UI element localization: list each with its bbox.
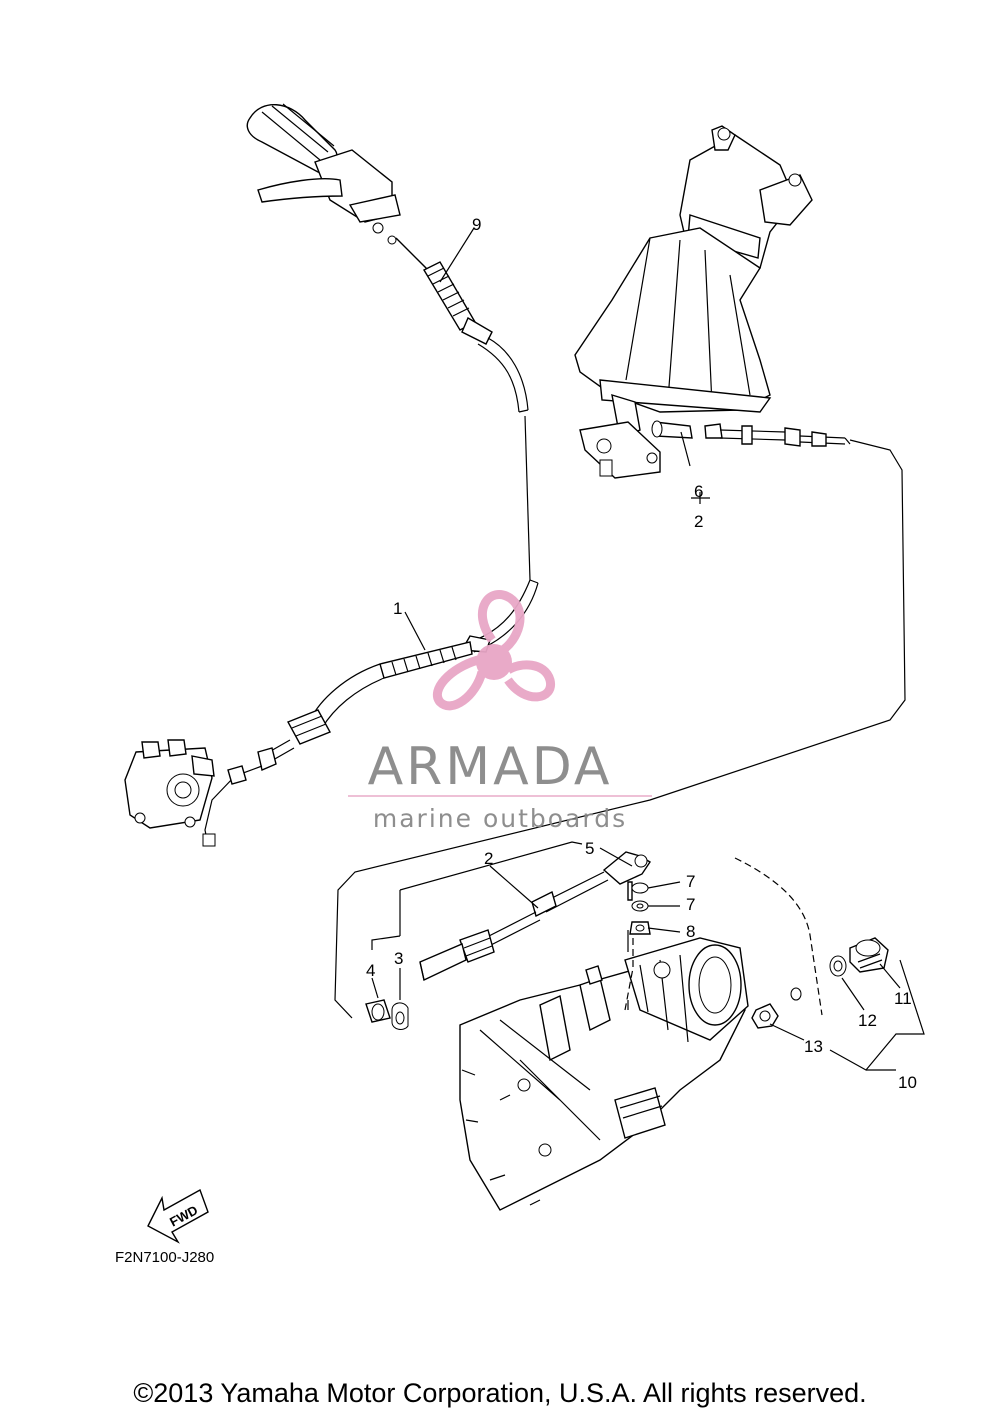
callout-7-lower: 7 (686, 895, 695, 914)
steering-cable-routing-line (334, 439, 906, 1019)
handlebar-throttle-assembly (246, 103, 401, 245)
throttle-body (124, 739, 215, 829)
armada-watermark: ARMADA marine outboards (348, 590, 652, 833)
callout-3: 3 (394, 949, 403, 968)
steering-cable-lower-end (651, 420, 851, 447)
callout-2-upper: 2 (694, 512, 703, 531)
steering-column (574, 125, 813, 479)
callout-8: 8 (686, 922, 695, 941)
leader-lines (371, 227, 925, 1071)
callout-13: 13 (804, 1037, 823, 1056)
jet-pump-housing (459, 937, 749, 1211)
throttle-cable-upper (395, 237, 529, 413)
copyright-notice: ©2013 Yamaha Motor Corporation, U.S.A. A… (133, 1378, 867, 1408)
watermark-tagline: marine outboards (373, 804, 627, 833)
propeller-logo-icon (433, 590, 555, 711)
cable-routing-line (524, 415, 531, 581)
callout-11: 11 (894, 989, 912, 1008)
callout-numbers: 9 1 6 2 2 5 7 7 8 3 4 11 12 13 10 (366, 215, 917, 1092)
callout-6: 6 (694, 482, 703, 501)
dashed-outline (734, 857, 823, 1016)
steering-cable-lower (365, 851, 651, 1030)
washers-and-nut (629, 882, 651, 935)
callout-2-lower: 2 (484, 849, 493, 868)
callout-10: 10 (898, 1073, 917, 1092)
drawing-code: F2N7100-J280 (115, 1249, 214, 1266)
callout-1: 1 (393, 599, 402, 618)
callout-12: 12 (858, 1011, 877, 1030)
fwd-arrow: FWD (147, 1188, 209, 1244)
callout-9: 9 (472, 215, 481, 234)
callout-5: 5 (585, 839, 594, 858)
dashed-bolt-line (624, 938, 634, 1011)
propeller-hub-icon (476, 644, 512, 680)
drain-plug-group (751, 937, 889, 1029)
watermark-brand: ARMADA (368, 737, 613, 797)
callout-7-upper: 7 (686, 872, 695, 891)
callout-4: 4 (366, 961, 375, 980)
